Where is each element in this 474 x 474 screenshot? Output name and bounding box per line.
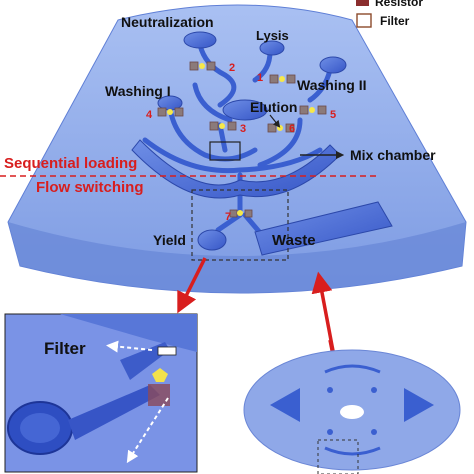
valve-number-1: 1 bbox=[257, 72, 263, 84]
washing2-label: Washing II bbox=[297, 77, 366, 93]
mix-label: Mix chamber bbox=[350, 147, 436, 163]
legend-filter-label: Filter bbox=[380, 14, 410, 28]
yield-chamber bbox=[197, 229, 227, 251]
flow-switching-label: Flow switching bbox=[36, 179, 144, 196]
filter-inset bbox=[4, 313, 198, 473]
waste-chamber bbox=[254, 201, 393, 256]
valve-number-2: 2 bbox=[229, 62, 235, 74]
inset-filter-label: Filter bbox=[44, 339, 86, 358]
full-disk bbox=[243, 349, 461, 474]
valve-number-4: 4 bbox=[146, 109, 153, 121]
zoom-arrow-left bbox=[177, 257, 207, 314]
elution-arrow bbox=[269, 114, 281, 128]
neutralization-label: Neutralization bbox=[121, 14, 214, 30]
valve-markers bbox=[167, 63, 315, 216]
resistor-swatch bbox=[356, 0, 369, 6]
yield-label: Yield bbox=[153, 232, 186, 248]
valve-number-3: 3 bbox=[240, 123, 246, 135]
neutralization-chamber bbox=[183, 31, 217, 49]
filter-marker bbox=[209, 141, 241, 161]
lysis-label: Lysis bbox=[256, 28, 289, 43]
washing1-label: Washing I bbox=[105, 83, 171, 99]
valve-number-6: 6 bbox=[289, 123, 295, 135]
zoom-box bbox=[191, 189, 289, 261]
resistors bbox=[157, 61, 327, 218]
lysis-chamber bbox=[259, 40, 285, 56]
filter-swatch bbox=[356, 13, 372, 28]
waste-label: Waste bbox=[272, 232, 316, 249]
valve-number-7: 7 bbox=[225, 211, 231, 223]
chambers bbox=[131, 31, 393, 256]
elution-label: Elution bbox=[250, 99, 297, 115]
legend-resistor-label: Resistor bbox=[375, 0, 423, 9]
disk-edge bbox=[8, 222, 466, 293]
valve-number-5: 5 bbox=[330, 109, 336, 121]
washing2-chamber bbox=[319, 56, 347, 74]
sequential-loading-label: Sequential loading bbox=[4, 155, 137, 172]
valve-numbers: 1 2 3 4 5 6 7 bbox=[146, 62, 336, 223]
elution-chamber bbox=[222, 99, 268, 121]
